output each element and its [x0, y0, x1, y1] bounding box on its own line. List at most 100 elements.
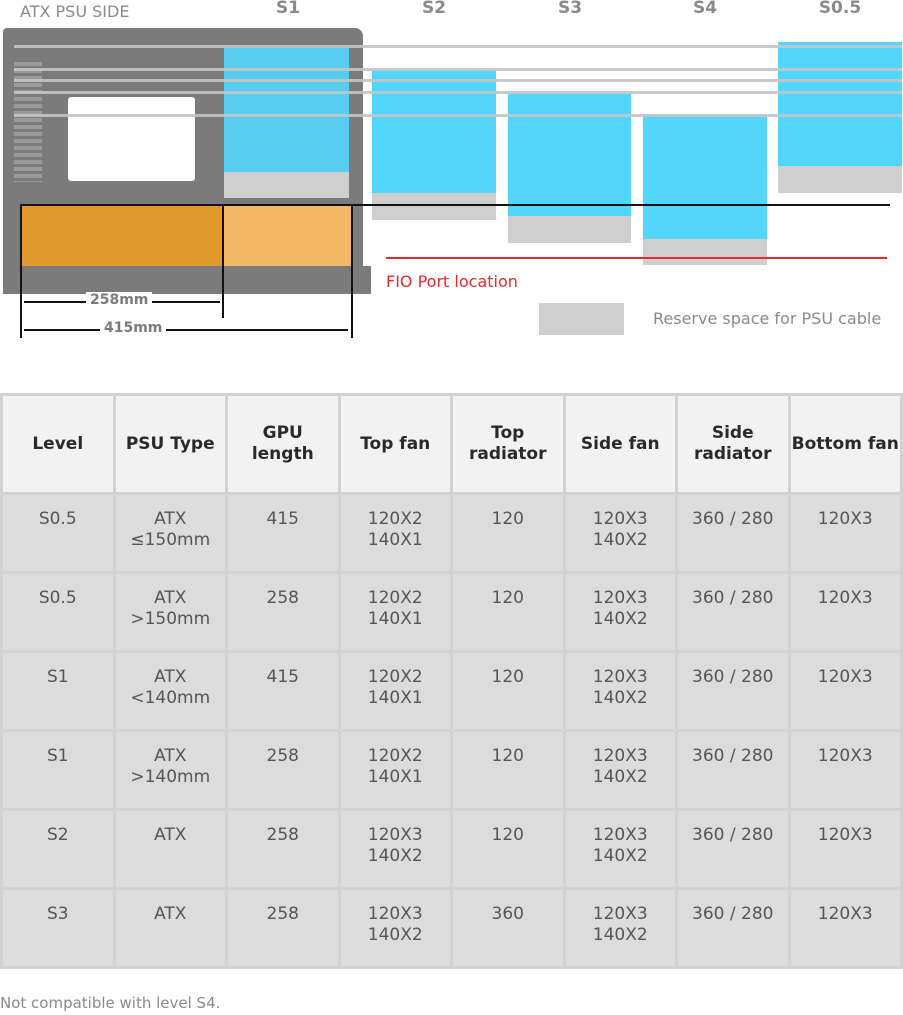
table-cell: S2 [3, 811, 113, 887]
table-cell: 120 [453, 495, 563, 571]
case-base [3, 266, 371, 294]
table-cell: 120X2 140X1 [340, 732, 450, 808]
table-cell: S1 [3, 732, 113, 808]
table-cell: 360 [453, 890, 563, 966]
level-line [14, 114, 902, 117]
table-cell: 120X3 140X2 [565, 574, 675, 650]
table-cell: 120X3 [790, 811, 900, 887]
level-label-s3: S3 [557, 0, 583, 18]
dim-arrow-415 [24, 329, 348, 331]
table-cell: 120X3 140X2 [565, 732, 675, 808]
table-cell: 120X2 140X1 [340, 574, 450, 650]
table-cell: 120 [453, 732, 563, 808]
table-cell: 120X2 140X1 [340, 653, 450, 729]
table-cell: 120X3 140X2 [565, 890, 675, 966]
psu-zone-415 [223, 205, 351, 266]
psu-zone-258 [20, 205, 223, 266]
table-cell: 120 [453, 574, 563, 650]
table-cell: 360 / 280 [678, 574, 788, 650]
reserve-zone-s4 [643, 239, 767, 265]
table-cell: 120 [453, 811, 563, 887]
reserve-zone-s1 [224, 172, 349, 198]
column-header: Bottom fan [790, 396, 900, 492]
column-header: Top fan [340, 396, 450, 492]
level-label-s2: S2 [421, 0, 447, 18]
table-cell: 415 [228, 495, 338, 571]
table-cell: 120X3 [790, 732, 900, 808]
column-header: Side radiator [678, 396, 788, 492]
table-cell: 120X3 [790, 574, 900, 650]
table-cell: 120 [453, 653, 563, 729]
table-cell: 360 / 280 [678, 495, 788, 571]
table-cell: 360 / 280 [678, 653, 788, 729]
level-line [14, 79, 902, 82]
level-line [14, 45, 902, 48]
table-cell: 120X3 140X2 [340, 890, 450, 966]
level-label-s1: S1 [275, 0, 301, 18]
fio-label: FIO Port location [386, 272, 518, 291]
column-header: GPU length [228, 396, 338, 492]
case-window [68, 97, 195, 181]
fio-line [386, 257, 887, 259]
table-cell: 360 / 280 [678, 811, 788, 887]
dim-tick-left [20, 205, 22, 338]
table-cell: 120X3 140X2 [340, 811, 450, 887]
radiator-zone-s4 [643, 115, 767, 239]
column-header: Side fan [565, 396, 675, 492]
level-line [14, 68, 902, 71]
table-cell: 120X3 140X2 [565, 811, 675, 887]
reserve-zone-s3 [508, 216, 631, 243]
radiator-zone-s05 [778, 42, 902, 166]
table-cell: 120X2 140X1 [340, 495, 450, 571]
table-cell: 120X3 140X2 [565, 653, 675, 729]
table-cell: ATX ≤150mm [115, 495, 225, 571]
psu-top-line [20, 204, 890, 206]
table-cell: ATX >140mm [115, 732, 225, 808]
table-cell: 120X3 140X2 [565, 495, 675, 571]
table-cell: 258 [228, 732, 338, 808]
radiator-zone-s2 [372, 70, 496, 193]
table-cell: 120X3 [790, 890, 900, 966]
legend-label-reserve: Reserve space for PSU cable [653, 309, 882, 328]
level-label-s4: S4 [692, 0, 718, 18]
table-cell: 120X3 [790, 653, 900, 729]
table-cell: ATX <140mm [115, 653, 225, 729]
radiator-zone-s3 [508, 93, 631, 216]
table-cell: S0.5 [3, 574, 113, 650]
table-cell: 258 [228, 811, 338, 887]
table-cell: 120X3 [790, 495, 900, 571]
table-cell: ATX [115, 890, 225, 966]
table-cell: 360 / 280 [678, 890, 788, 966]
dim-tick-258 [222, 205, 224, 318]
dim-label-258: 258mm [86, 292, 153, 308]
table-cell: ATX [115, 811, 225, 887]
table-cell: 415 [228, 653, 338, 729]
table-cell: ATX >150mm [115, 574, 225, 650]
radiator-zone-s1 [224, 48, 349, 172]
table-cell: 360 / 280 [678, 732, 788, 808]
table-cell: 258 [228, 574, 338, 650]
table-cell: S3 [3, 890, 113, 966]
table-cell: 258 [228, 890, 338, 966]
dim-label-415: 415mm [100, 320, 167, 336]
column-header: Level [3, 396, 113, 492]
table-cell: S0.5 [3, 495, 113, 571]
dim-tick-415 [351, 205, 353, 338]
reserve-zone-s2 [372, 193, 496, 220]
column-header: Top radiator [453, 396, 563, 492]
legend-swatch-reserve [539, 303, 624, 335]
reserve-zone-s05 [778, 166, 902, 193]
atx-psu-side-label: ATX PSU SIDE [20, 2, 130, 21]
column-header: PSU Type [115, 396, 225, 492]
level-line [14, 91, 902, 94]
case-mesh [14, 62, 42, 182]
level-label-s05: S0.5 [818, 0, 862, 18]
